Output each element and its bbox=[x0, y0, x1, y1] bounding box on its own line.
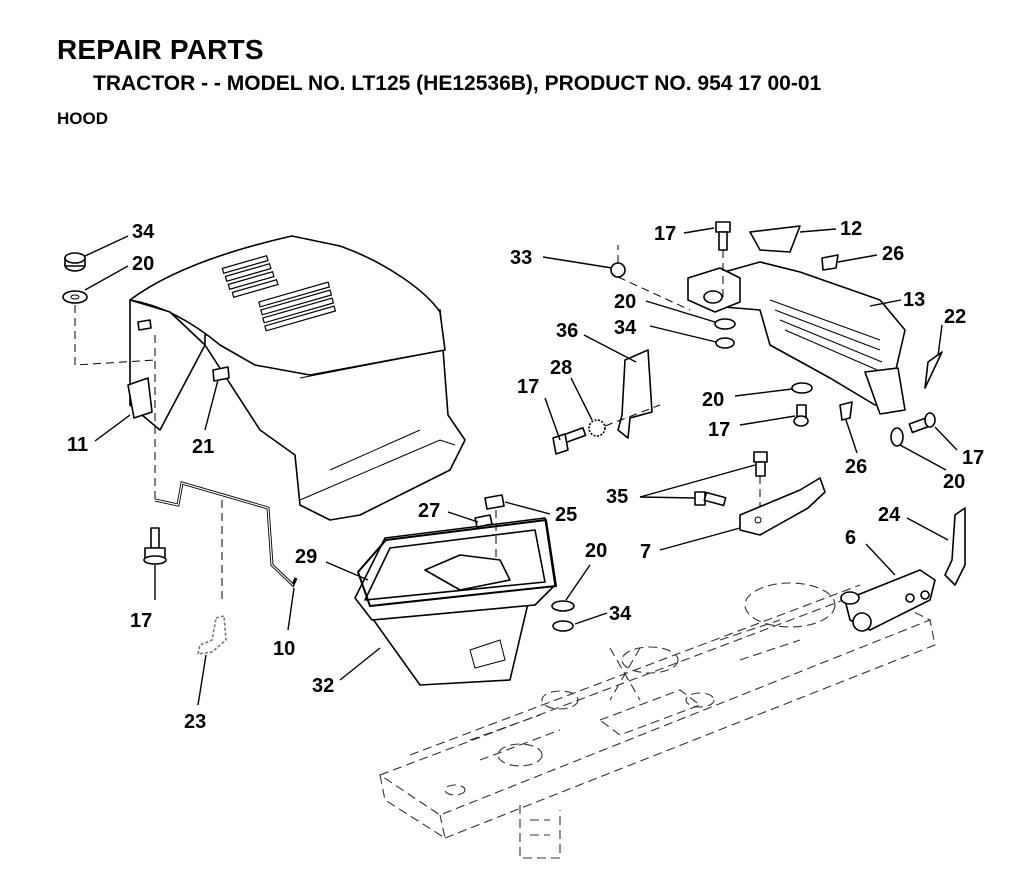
part-11 bbox=[127, 377, 153, 419]
callout-33: 33 bbox=[510, 247, 532, 269]
part-25 bbox=[484, 494, 505, 510]
part-27 bbox=[474, 514, 493, 528]
bolt-17-right bbox=[908, 412, 936, 434]
part-7 bbox=[739, 477, 826, 536]
callout-20: 20 bbox=[132, 253, 154, 275]
part-12 bbox=[749, 225, 801, 253]
callout-labels: 34 20 11 21 17 10 23 27 25 29 32 20 34 3… bbox=[67, 218, 984, 733]
part-26-top bbox=[821, 254, 839, 271]
callout-21: 21 bbox=[192, 436, 214, 458]
washer-20-bracket bbox=[714, 318, 736, 330]
bolt-17-left-bracket bbox=[552, 426, 587, 455]
callout-24: 24 bbox=[878, 504, 901, 526]
callout-17: 17 bbox=[130, 610, 152, 632]
callout-32: 32 bbox=[312, 675, 334, 697]
callout-17-center-right: 17 bbox=[708, 419, 730, 441]
bolt-17-left bbox=[143, 527, 167, 565]
callout-36: 36 bbox=[556, 320, 578, 342]
washer-20-center bbox=[551, 600, 575, 612]
page-title: REPAIR PARTS bbox=[57, 34, 264, 65]
callout-10: 10 bbox=[273, 638, 295, 660]
callout-25: 25 bbox=[555, 504, 577, 526]
nut-34-bracket bbox=[715, 337, 735, 349]
callout-12: 12 bbox=[840, 218, 862, 240]
grille-bracket bbox=[687, 261, 906, 415]
callout-26-lower: 26 bbox=[845, 456, 867, 478]
part-24 bbox=[944, 507, 966, 586]
callout-7: 7 bbox=[640, 541, 651, 563]
callout-29: 29 bbox=[295, 546, 317, 568]
callout-26-top: 26 bbox=[882, 243, 904, 265]
hood-assembly bbox=[129, 235, 466, 521]
bolt-17-top bbox=[715, 221, 731, 251]
callout-20-center: 20 bbox=[585, 540, 607, 562]
callout-35: 35 bbox=[606, 486, 628, 508]
model-subtitle: TRACTOR - - MODEL NO. LT125 (HE12536B), … bbox=[93, 72, 822, 95]
callout-13: 13 bbox=[903, 289, 925, 311]
hood-vents bbox=[221, 254, 337, 332]
part-6 bbox=[840, 569, 936, 632]
bolt-17-center-right bbox=[793, 404, 809, 427]
part-28 bbox=[588, 419, 606, 437]
section-label: HOOD bbox=[57, 109, 108, 128]
hood-support-rod bbox=[154, 481, 298, 588]
washer-20-right-side bbox=[890, 427, 904, 447]
part-26-lower bbox=[839, 401, 853, 421]
part-36 bbox=[617, 349, 653, 439]
dash-tray bbox=[354, 517, 557, 686]
leader-lines bbox=[84, 227, 958, 706]
washer-20-right bbox=[791, 382, 813, 394]
callout-6: 6 bbox=[845, 527, 856, 549]
part-23 bbox=[197, 615, 227, 655]
part-22 bbox=[924, 351, 943, 389]
callout-27: 27 bbox=[418, 500, 440, 522]
callout-22: 22 bbox=[944, 306, 966, 328]
callout-28: 28 bbox=[550, 357, 572, 379]
callout-34: 34 bbox=[132, 221, 155, 243]
callout-34-bracket: 34 bbox=[614, 317, 637, 339]
frame-outline bbox=[378, 582, 936, 859]
callout-11: 11 bbox=[67, 434, 88, 456]
callout-34-center: 34 bbox=[609, 603, 632, 625]
callout-17-right: 17 bbox=[962, 447, 984, 469]
callout-20-right: 20 bbox=[702, 389, 724, 411]
hood-fasteners bbox=[62, 252, 156, 500]
callout-20-bracket: 20 bbox=[614, 291, 636, 313]
callout-20-right-side: 20 bbox=[943, 471, 965, 493]
callout-23: 23 bbox=[184, 711, 206, 733]
callout-17-top: 17 bbox=[654, 223, 676, 245]
part-33 bbox=[610, 262, 626, 278]
nut-34-center bbox=[552, 620, 574, 632]
callout-17-left-bracket: 17 bbox=[517, 376, 539, 398]
